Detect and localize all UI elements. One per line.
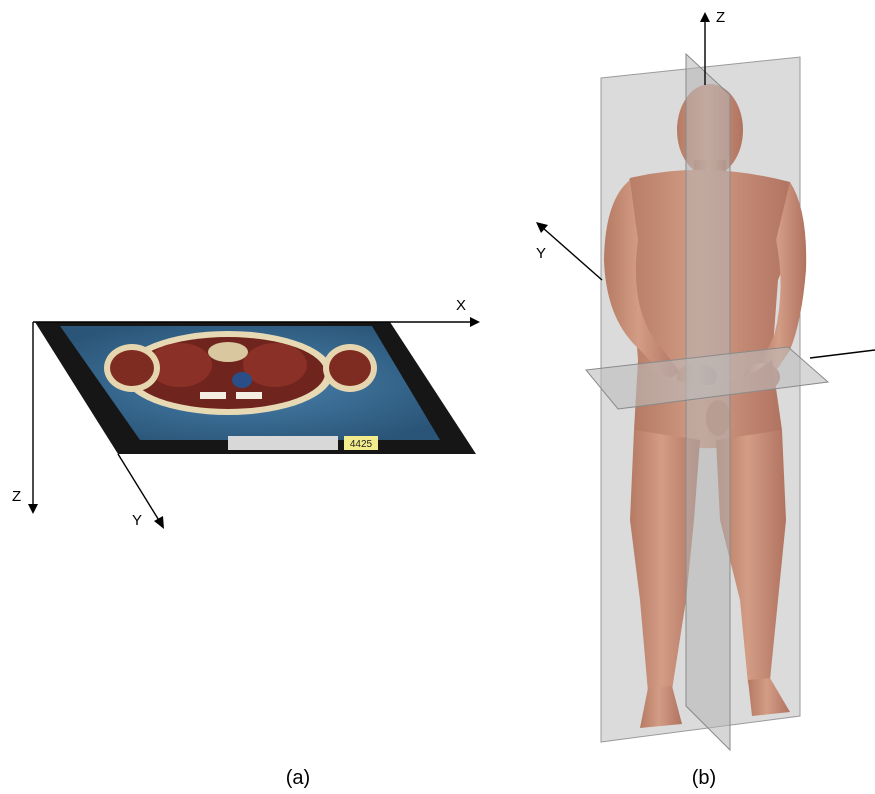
sagittal-plane: [686, 54, 730, 750]
y-axis-label-b: Y: [536, 245, 546, 262]
z-axis-label-b: Z: [716, 9, 725, 26]
caption-b: (b): [692, 767, 716, 789]
caption-a: (a): [286, 767, 310, 789]
panel-a: 4425 X Z Y (a): [12, 297, 480, 789]
x-axis-label-a: X: [456, 297, 466, 314]
slice-number-label: 4425: [350, 439, 373, 450]
z-axis-label-a: Z: [12, 488, 21, 505]
cryosection-slice-image: 4425: [35, 322, 476, 454]
y-axis-label-a: Y: [132, 512, 142, 529]
panel-b: Z Y (b): [536, 9, 875, 789]
